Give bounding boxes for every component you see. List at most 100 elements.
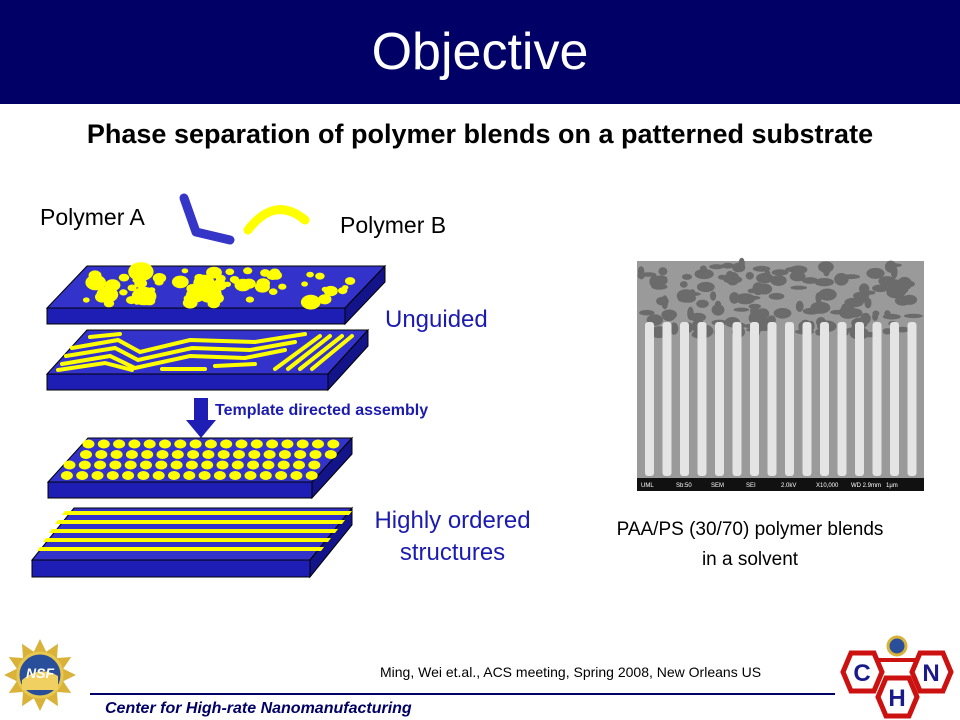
sem-domain [882, 328, 892, 335]
polymer-b-ordered-droplet [82, 439, 95, 449]
sem-info-text: UML [641, 483, 654, 489]
sem-domain [872, 310, 880, 317]
sem-domain [669, 322, 679, 335]
slide-title: Objective [371, 23, 589, 81]
sem-domain [884, 310, 891, 317]
sem-domain [864, 297, 872, 309]
sem-domain [886, 286, 906, 299]
sem-info-text: Sb:50 [676, 483, 692, 489]
svg-text:NSF: NSF [26, 665, 54, 681]
sem-domain [752, 265, 771, 272]
polymer-b-ordered-droplet [94, 460, 107, 470]
polymer-b-droplet [234, 278, 252, 292]
polymer-b-ordered-droplet [124, 460, 137, 470]
polymer-b-ordered-droplet [233, 450, 245, 459]
sem-info-text: 1μm [886, 483, 898, 489]
polymer-b-ordered-droplet [244, 471, 257, 480]
sem-stripe [750, 322, 759, 476]
sem-domain [658, 267, 668, 276]
polymer-b-droplet [96, 286, 119, 303]
polymer-b-ordered-droplet [324, 450, 337, 459]
sem-domain [679, 281, 688, 288]
polymer-a-label: Polymer A [40, 204, 145, 230]
sem-stripe [715, 322, 724, 476]
polymer-b-ordered-droplet [80, 450, 92, 459]
template-directed-assembly-label: Template directed assembly [215, 402, 429, 419]
sem-domain [746, 295, 761, 300]
polymer-b-droplet [127, 284, 137, 292]
sem-domain [689, 312, 706, 322]
polymer-b-ordered-droplet [277, 460, 290, 470]
polymer-b-ordered-droplet [152, 471, 165, 480]
polymer-b-ordered-droplet [266, 439, 279, 449]
polymer-b-droplet [300, 294, 321, 310]
highly-ordered-label: Highly ordered structures [350, 505, 555, 569]
slab-ordered-dots [46, 436, 354, 500]
sem-domain [711, 304, 725, 316]
sem-info-text: SEM [711, 483, 724, 489]
sem-domain [639, 309, 655, 316]
sem-stripe [890, 322, 899, 476]
sem-info-text: SEI [746, 483, 756, 489]
sem-stripe [907, 322, 917, 476]
polymer-b-droplet [207, 299, 220, 309]
polymer-b-strand-icon [243, 205, 310, 235]
polymer-b-ordered-droplet [296, 439, 309, 449]
polymer-b-ordered-droplet [187, 450, 200, 459]
polymer-b-ordered-droplet [293, 460, 305, 470]
polymer-b-ordered-droplet [275, 471, 288, 480]
svg-text:N: N [922, 660, 939, 687]
polymer-b-ordered-droplet [95, 450, 108, 459]
slab-unguided-dots [45, 262, 387, 326]
micrograph-caption: PAA/PS (30/70) polymer blends in a solve… [575, 515, 925, 575]
polymer-b-ordered-droplet [263, 450, 276, 459]
sem-domain [903, 313, 923, 319]
polymer-b-ordered-droplet [183, 471, 196, 480]
sem-domain [748, 311, 762, 325]
polymer-b-ordered-droplet [159, 439, 171, 449]
sem-domain [661, 295, 669, 310]
polymer-b-ordered-droplet [63, 460, 76, 470]
polymer-b-droplet [301, 281, 308, 287]
sem-domain [709, 264, 724, 270]
sem-domain [785, 266, 805, 273]
polymer-b-droplet [143, 296, 156, 306]
polymer-b-ordered-droplet [185, 460, 198, 470]
sem-info-text: 2.0kV [781, 483, 796, 489]
polymer-b-droplet [323, 285, 338, 297]
polymer-b-droplet [195, 283, 211, 295]
polymer-b-droplet [306, 271, 314, 278]
sem-domain [814, 278, 834, 287]
sem-domain [752, 282, 764, 296]
polymer-b-droplet [243, 267, 253, 275]
sem-domain [818, 288, 837, 301]
svg-text:C: C [853, 660, 870, 687]
sem-domain [795, 300, 804, 312]
slab-unguided-lines [45, 328, 370, 392]
sem-domain [721, 262, 734, 269]
polymer-b-ordered-droplet [143, 439, 156, 449]
sem-domain [748, 303, 761, 309]
sem-stripe [697, 322, 707, 476]
polymer-b-ordered-droplet [262, 460, 275, 470]
polymer-b-ordered-droplet [171, 450, 184, 459]
polymer-b-ordered-droplet [137, 471, 150, 480]
sem-domain [790, 285, 808, 290]
polymer-b-droplet [266, 270, 280, 281]
polymer-b-droplet [135, 268, 143, 274]
polymer-b-ordered-droplet [60, 471, 73, 480]
polymer-b-ordered-droplet [259, 471, 272, 480]
sem-domain [818, 261, 834, 273]
polymer-b-droplet [212, 279, 227, 291]
sem-stripe [645, 322, 654, 476]
polymer-b-ordered-droplet [290, 471, 303, 480]
polymer-b-droplet [154, 278, 164, 286]
polymer-b-ordered-droplet [305, 471, 318, 480]
polymer-b-droplet [225, 268, 235, 276]
sem-stripe [732, 322, 742, 476]
sem-stripe [680, 322, 689, 476]
polymer-b-droplet [118, 273, 130, 282]
polymer-a-strand-icon [179, 193, 235, 245]
sem-domain [652, 275, 668, 280]
